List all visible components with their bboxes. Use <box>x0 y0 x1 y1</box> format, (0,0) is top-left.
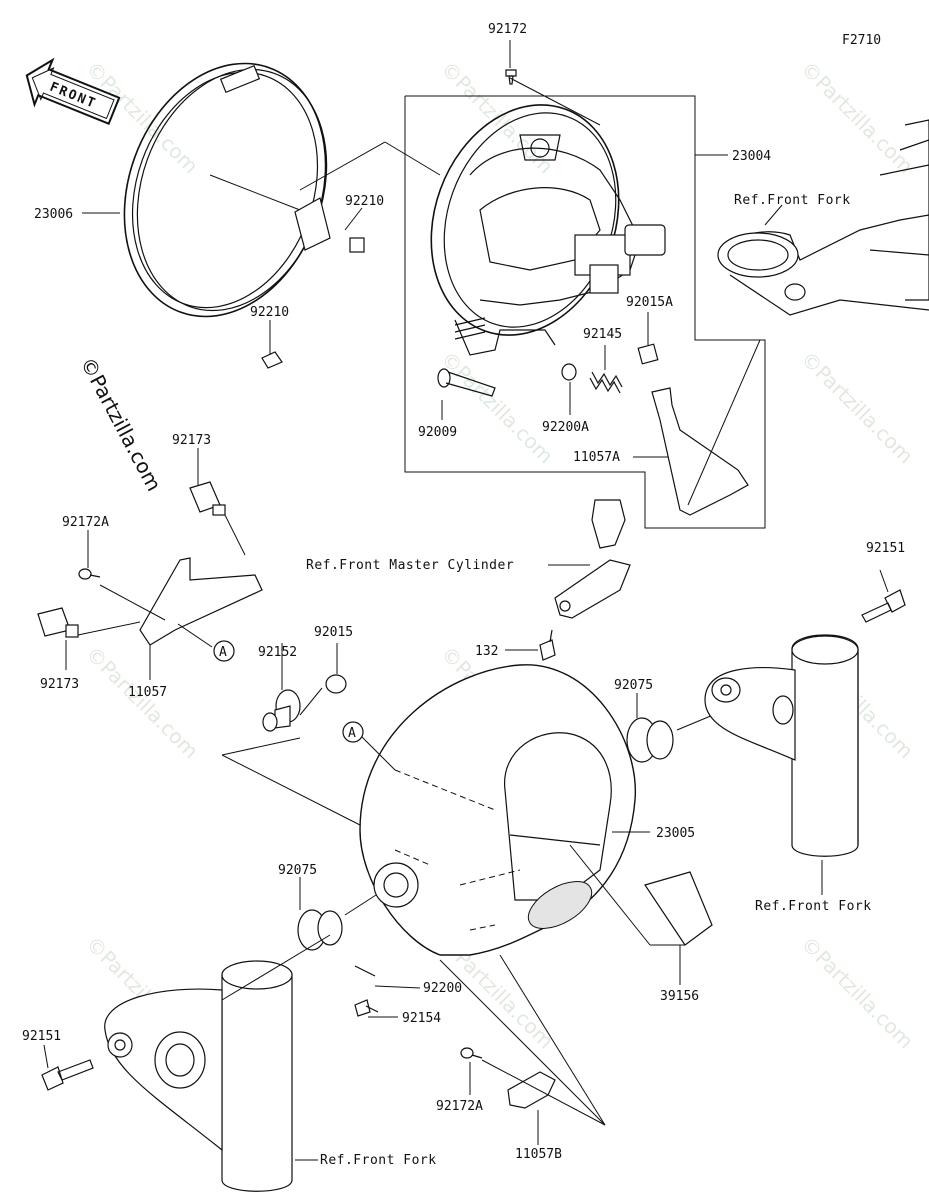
label-ref-front-master-cylinder: Ref.Front Master Cylinder <box>306 558 514 573</box>
label-92172: 92172 <box>488 22 527 37</box>
washer-92200 <box>354 965 376 977</box>
label-132: 132 <box>475 644 498 659</box>
label-11057B: 11057B <box>515 1147 562 1162</box>
front-fork-left <box>104 960 293 1192</box>
master-cylinder-bracket <box>554 499 631 619</box>
callout-a-housing: A <box>348 726 356 741</box>
label-92200A: 92200A <box>542 420 589 435</box>
label-92210-upper: 92210 <box>345 194 384 209</box>
label-92075-left: 92075 <box>278 863 317 878</box>
switch-92173-lower <box>37 607 79 638</box>
label-92151-right: 92151 <box>866 541 905 556</box>
label-ref-front-fork-right: Ref.Front Fork <box>755 899 872 914</box>
screw-92154 <box>354 999 379 1017</box>
label-92009: 92009 <box>418 425 457 440</box>
watermark: ©Partzilla.com <box>436 347 558 469</box>
nut-92015A <box>637 343 659 365</box>
label-23006: 23006 <box>34 207 73 222</box>
label-11057: 11057 <box>128 685 167 700</box>
bolt-92151-left <box>41 1059 94 1091</box>
label-23004: 23004 <box>732 149 771 164</box>
screw-92009 <box>437 368 496 397</box>
label-92145: 92145 <box>583 327 622 342</box>
screw-92172A-bottom <box>460 1047 483 1059</box>
screw-92172 <box>505 69 517 85</box>
watermark: ©Partzilla.com <box>796 932 918 1054</box>
headlight-unit-23004 <box>430 104 666 356</box>
bolt-132 <box>539 629 556 661</box>
label-92154: 92154 <box>402 1011 441 1026</box>
watermark: ©Partzilla.com <box>796 57 918 179</box>
screw-92172A-left <box>78 568 101 580</box>
switch-92173-upper <box>189 481 226 516</box>
washer-92200A <box>561 363 577 381</box>
nut-92015 <box>325 674 347 694</box>
label-92210-lower: 92210 <box>250 305 289 320</box>
headlight-rim-23006 <box>123 62 441 318</box>
grommet-92075-left <box>297 909 343 951</box>
label-92152: 92152 <box>258 645 297 660</box>
label-92015: 92015 <box>314 625 353 640</box>
label-ref-front-fork-bottom: Ref.Front Fork <box>320 1153 437 1168</box>
label-92172A-left: 92172A <box>62 515 109 530</box>
front-fork-top <box>717 119 929 316</box>
watermark: ©Partzilla.com <box>81 642 203 764</box>
callout-a: A <box>219 645 227 660</box>
watermark: ©Partzilla.com <box>796 347 918 469</box>
label-92151-left: 92151 <box>22 1029 61 1044</box>
spacer-92152 <box>262 689 301 732</box>
bolt-92151-right <box>861 589 906 623</box>
label-92075-right: 92075 <box>614 678 653 693</box>
decal-39156 <box>644 871 713 946</box>
clip-92210-upper <box>294 197 365 253</box>
brand-watermark: ©Partzilla.com <box>76 353 167 495</box>
label-92173-upper: 92173 <box>172 433 211 448</box>
label-92173-lower: 92173 <box>40 677 79 692</box>
grommet-92075-right <box>626 717 674 763</box>
label-92015A: 92015A <box>626 295 673 310</box>
clip-92210-lower <box>261 351 283 369</box>
headlight-housing-23005 <box>359 664 636 956</box>
spring-92145 <box>589 371 623 394</box>
label-92172A-bottom: 92172A <box>436 1099 483 1114</box>
front-fork-right <box>704 634 859 857</box>
label-11057A: 11057A <box>573 450 620 465</box>
label-39156: 39156 <box>660 989 699 1004</box>
figure-code: F2710 <box>842 33 881 48</box>
bracket-11057 <box>139 557 263 646</box>
circle-a-callout-icon: A <box>213 640 235 662</box>
bracket-11057A <box>651 387 749 516</box>
front-arrow-label: FRONT <box>48 80 99 112</box>
label-23005: 23005 <box>656 826 695 841</box>
label-ref-front-fork-top: Ref.Front Fork <box>734 193 851 208</box>
label-92200: 92200 <box>423 981 462 996</box>
